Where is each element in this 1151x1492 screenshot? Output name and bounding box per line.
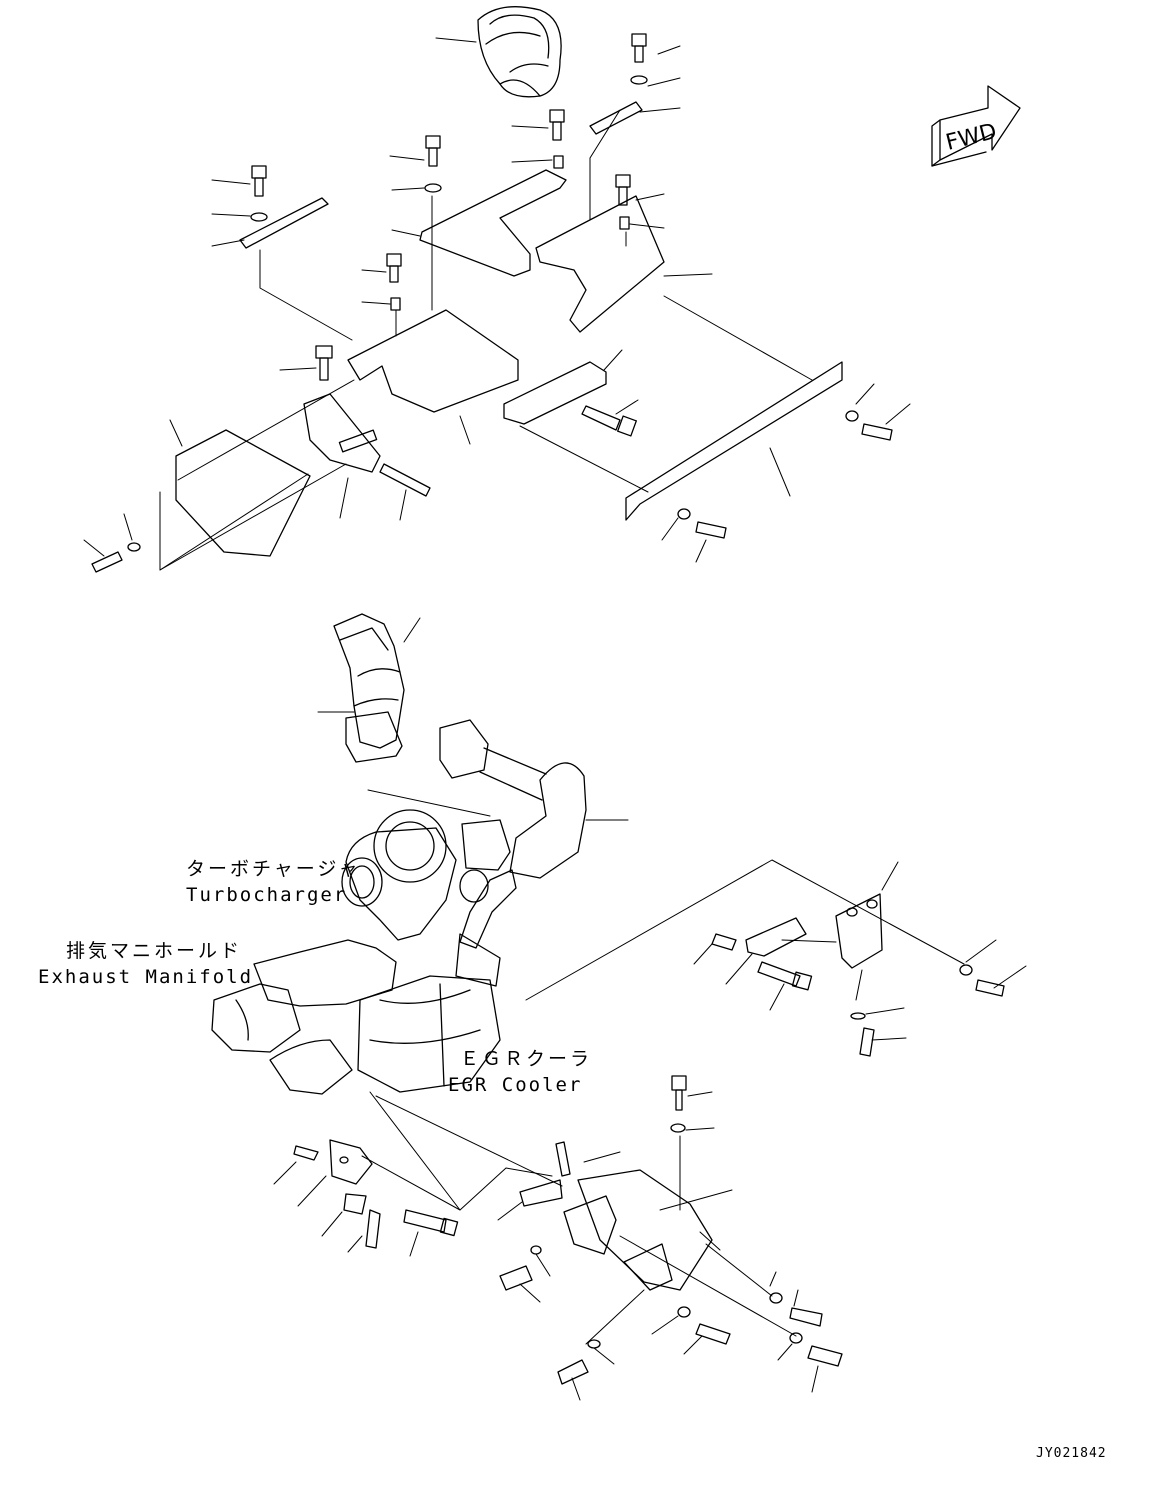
egr-cooler-label-jp: ＥＧＲクーラ <box>460 1048 593 1070</box>
egr-cooler-label-en: EGR Cooler <box>448 1074 583 1096</box>
egr-pipe <box>439 719 587 949</box>
exhaust-pipe-upper <box>333 613 405 763</box>
bolts-upper <box>250 33 648 381</box>
bolt-icon <box>425 135 441 167</box>
bracket-lower <box>293 1075 843 1385</box>
support-plates <box>175 169 843 557</box>
long-bolts <box>91 405 893 573</box>
exhaust-manifold-label-jp: 排気マニホールド <box>66 940 243 962</box>
fwd-arrow-icon: FWD <box>931 85 1021 167</box>
turbocharger-label-en: Turbocharger <box>186 884 348 906</box>
bolt-icon <box>315 345 333 381</box>
washer-icon <box>630 75 648 85</box>
turbocharger <box>341 809 511 941</box>
bolt-icon <box>631 33 647 63</box>
turbocharger-label-jp: ターボチャージャ <box>186 858 361 880</box>
leader-lines-upper <box>83 37 911 571</box>
document-number: JY021842 <box>1036 1446 1107 1461</box>
bolt-icon <box>615 174 631 206</box>
bolt-icon <box>251 165 267 197</box>
leader-lines-lower <box>273 617 1027 1401</box>
exhaust-manifold <box>211 939 397 1095</box>
egr-cooler <box>357 933 501 1093</box>
elbow-duct <box>477 6 562 98</box>
spacer-icon <box>553 155 564 169</box>
washer-icon <box>424 183 442 193</box>
bolt-icon <box>549 109 565 141</box>
bolt-icon <box>386 253 402 283</box>
spacer-icon <box>390 297 401 311</box>
washer-icon <box>250 212 268 222</box>
spacer-icon <box>619 216 630 230</box>
exhaust-manifold-label-en: Exhaust Manifold <box>38 966 254 988</box>
bracket-right-mid <box>711 893 1005 1057</box>
strap-brackets <box>239 101 643 249</box>
